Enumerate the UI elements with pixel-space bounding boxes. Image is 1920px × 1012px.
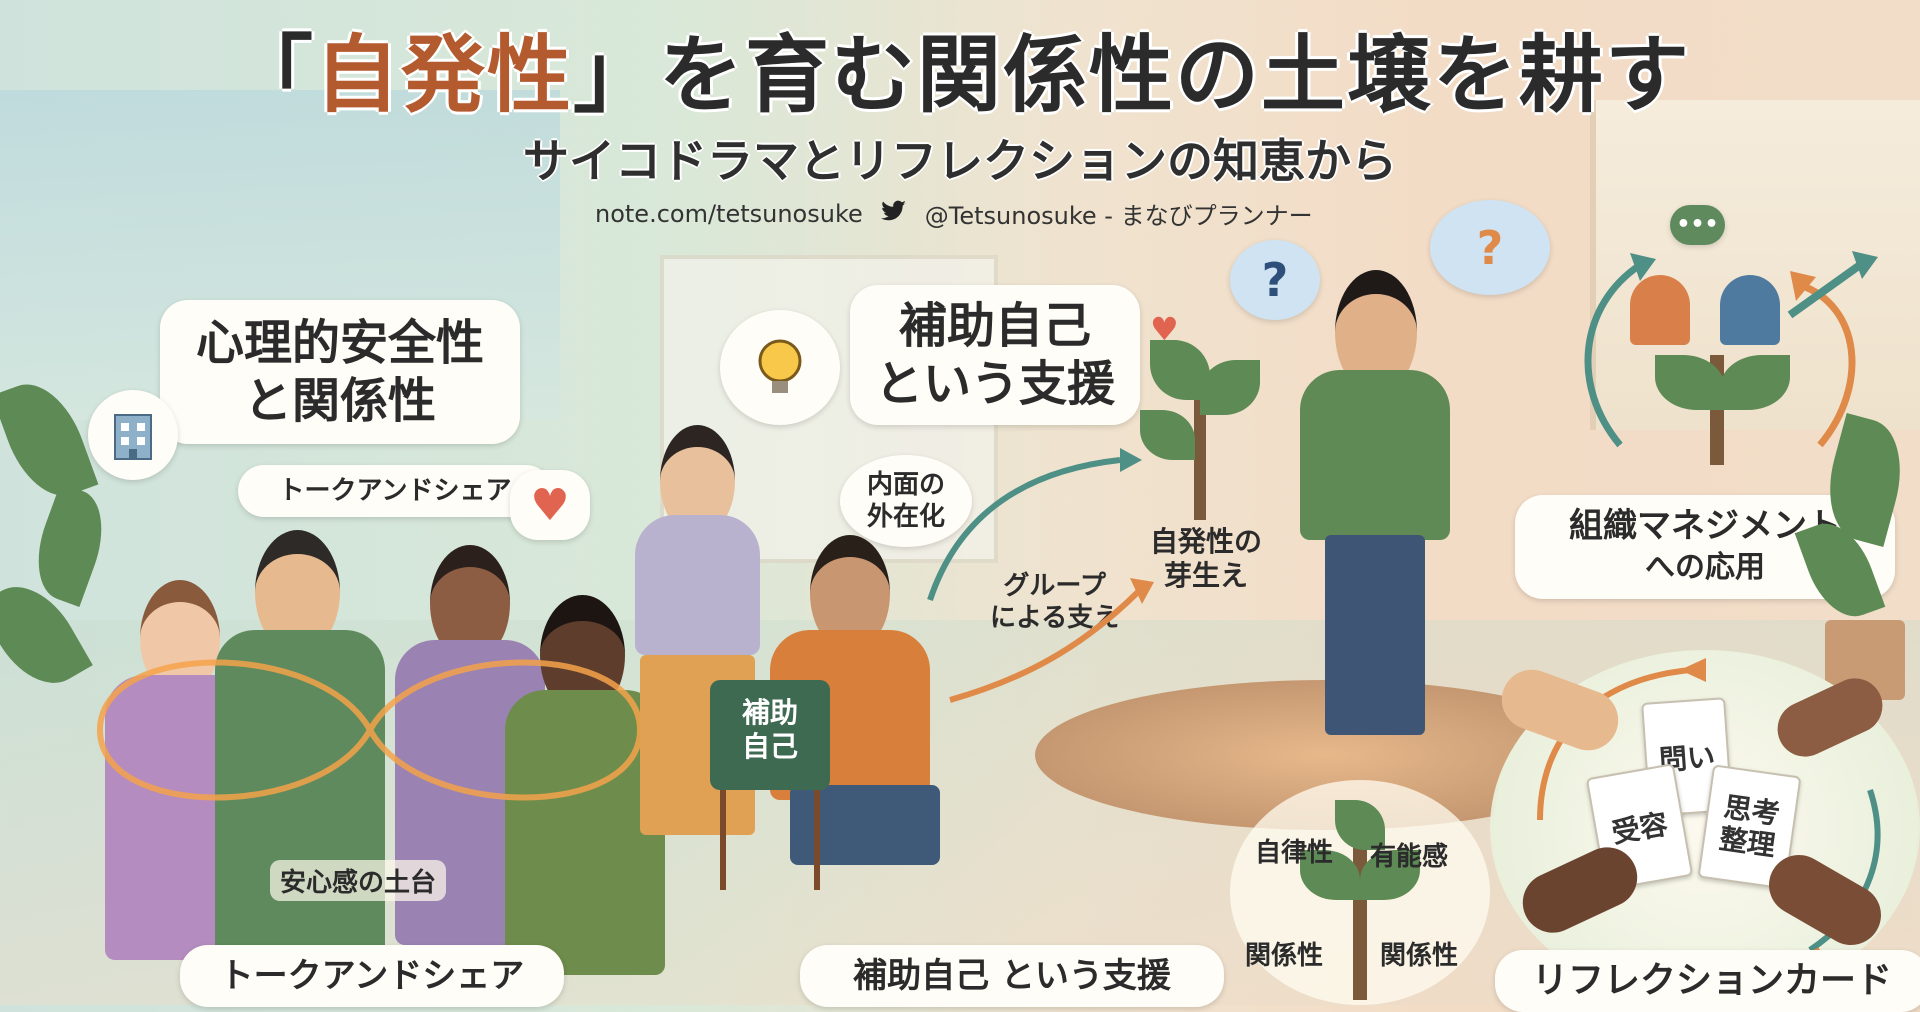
lightbulb-icon <box>758 339 802 393</box>
aux-self-bottom-bubble: 補助自己 という支援 <box>800 945 1224 1007</box>
left-plant <box>0 371 118 780</box>
question-icon: ? <box>1261 253 1289 307</box>
question-icon: ? <box>1476 220 1504 275</box>
reflection-card-bubble: リフレクションカード <box>1495 950 1920 1012</box>
inner-externalization-bubble: 内面の 外在化 <box>840 455 972 547</box>
building-icon <box>88 390 178 480</box>
person-green-sweater <box>505 595 665 975</box>
infinity-glow <box>96 659 644 801</box>
page-subtitle: サイコドラマとリフレクションの知恵から <box>523 134 1397 188</box>
aux-chair: 補助 自己 <box>710 680 830 890</box>
talk-share-bottom-bubble: トークアンドシェア <box>180 945 564 1007</box>
heart-bubble: ♥ <box>510 470 590 540</box>
page-title: 「自発性」を育む関係性の土壌を耕す <box>228 26 1692 124</box>
sprout-tree <box>1130 330 1270 520</box>
title-accent: 自発性 <box>314 26 573 124</box>
aux-self-bubble: 補助自己 という支援 <box>850 285 1140 425</box>
orange-arrow-to-sprout <box>949 578 1154 703</box>
anshin-label: 安心感の土台 <box>270 860 447 901</box>
relatedness-left-label: 関係性 <box>1245 941 1324 971</box>
credits: note.com/tetsunosuke @Tetsunosuke - まなびプ… <box>595 196 1313 231</box>
chair-label-2: 自己 <box>741 730 798 763</box>
chat-icon: ••• <box>1670 205 1725 245</box>
relatedness-right-label: 関係性 <box>1380 941 1459 971</box>
talk-share-top-bubble: トークアンドシェア <box>238 465 552 517</box>
teal-arrow-to-sprout <box>927 448 1142 601</box>
heart-icon: ♥ <box>1150 310 1179 348</box>
org-cycle: ••• <box>1560 205 1880 495</box>
person-green-cardigan <box>215 530 385 970</box>
chair-label-1: 補助 <box>741 696 798 729</box>
sprout-label: 自発性の 芽生え <box>1150 525 1263 592</box>
group-support-label: グループ による支え <box>990 571 1120 633</box>
question-bubble-right: ? <box>1430 200 1550 295</box>
competence-label: 有能感 <box>1370 842 1449 872</box>
sdt-tree <box>1230 780 1490 1005</box>
question-bubble-left: ? <box>1230 240 1320 320</box>
twitter-handle[interactable]: @Tetsunosuke - まなびプランナー <box>924 202 1313 230</box>
psych-safety-bubble: 心理的安全性 と関係性 <box>160 300 520 444</box>
autonomy-label: 自律性 <box>1255 838 1334 868</box>
site-link[interactable]: note.com/tetsunosuke <box>595 199 863 228</box>
person-thinking-man <box>1300 270 1450 740</box>
heart-icon: ♥ <box>530 479 570 531</box>
bird-icon <box>880 200 907 228</box>
lightbulb-bubble <box>720 310 840 425</box>
